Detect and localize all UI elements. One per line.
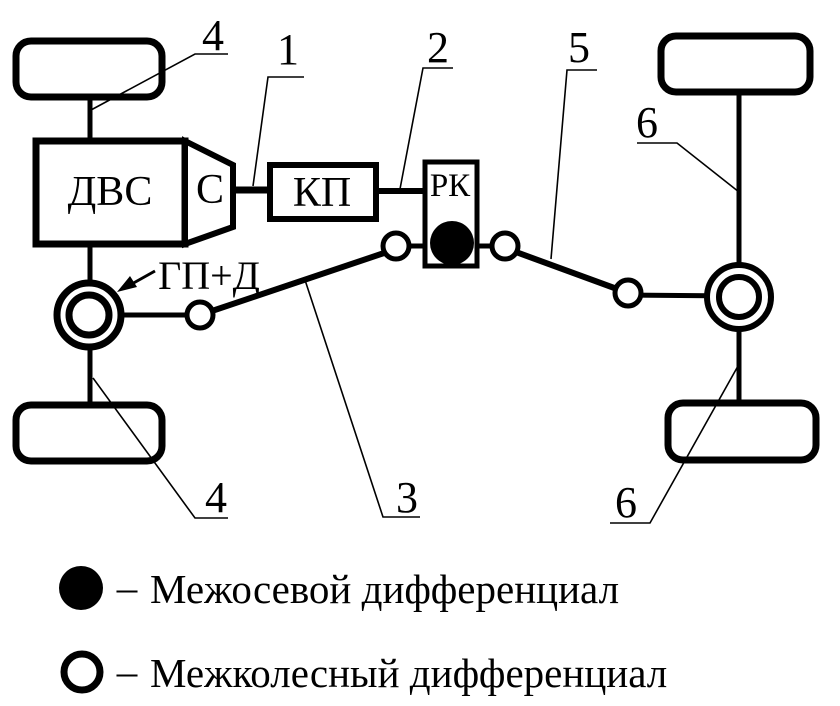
rear-right-wheel-bottom (664, 399, 820, 464)
rear-prop-shaft (503, 245, 630, 296)
legend-row-interaxle: – Межосевой дифференциал (59, 564, 619, 612)
legend-label-interwheel: Межколесный дифференциал (150, 650, 667, 696)
callout-2: 2 (427, 23, 449, 72)
interwheel-joint-center-right (489, 230, 521, 262)
interaxle-differential (430, 221, 474, 265)
interwheel-joint-center-left (380, 230, 412, 262)
front-left-wheel-bottom (12, 401, 166, 465)
legend-dash: – (116, 564, 138, 610)
gearbox-block (267, 162, 379, 222)
callout-1: 1 (277, 25, 299, 74)
leader-6-top (637, 142, 740, 193)
callout-4-bottom: 4 (205, 473, 227, 522)
final-drive-annotation: ГП+Д (117, 253, 260, 298)
transfercase-label: РК (430, 168, 471, 204)
leader-4-top (90, 53, 228, 111)
leader-1 (252, 76, 304, 187)
leader-lines-group (90, 53, 740, 524)
callout-numbers-group: 4 1 2 5 6 4 3 6 (202, 11, 658, 527)
differentials-group (53, 221, 774, 351)
leader-6-bottom (610, 365, 739, 524)
leader-4-bottom (92, 377, 228, 519)
filled-circle-icon (59, 566, 103, 610)
legend-label-interaxle: Межосевой дифференциал (150, 566, 619, 612)
front-final-drive-inner (65, 291, 113, 339)
callout-3: 3 (396, 473, 418, 522)
leader-2 (399, 67, 453, 190)
interwheel-joint-rear (612, 277, 644, 309)
callout-5: 5 (568, 23, 590, 72)
engine-block (32, 137, 189, 248)
interwheel-joint-front (184, 299, 216, 331)
legend-row-interwheel: – Межколесный дифференциал (60, 648, 667, 696)
clutch-label: С (196, 167, 224, 213)
blocks-group: ДВС С КП РК (32, 136, 480, 269)
rear-final-drive-inner (716, 274, 762, 320)
leader-5 (550, 69, 597, 260)
front-left-wheel (12, 37, 166, 101)
final-drive-label: ГП+Д (158, 253, 260, 298)
callout-6-top: 6 (636, 98, 658, 147)
shafts-group (87, 90, 742, 404)
wheels-group (12, 32, 820, 465)
leader-3 (304, 279, 420, 518)
legend-dash: – (116, 648, 138, 694)
rear-right-wheel-top (657, 32, 814, 96)
legend: – Межосевой дифференциал – Межколесный д… (59, 564, 667, 696)
clutch-block (182, 136, 236, 249)
front-prop-shaft (199, 246, 397, 318)
callout-4-top: 4 (202, 11, 224, 60)
open-circle-icon (60, 650, 104, 694)
engine-label: ДВС (68, 169, 153, 215)
gearbox-label: КП (293, 170, 351, 216)
final-drive-arrowhead-icon (117, 276, 137, 292)
callout-6-bottom: 6 (615, 478, 637, 527)
